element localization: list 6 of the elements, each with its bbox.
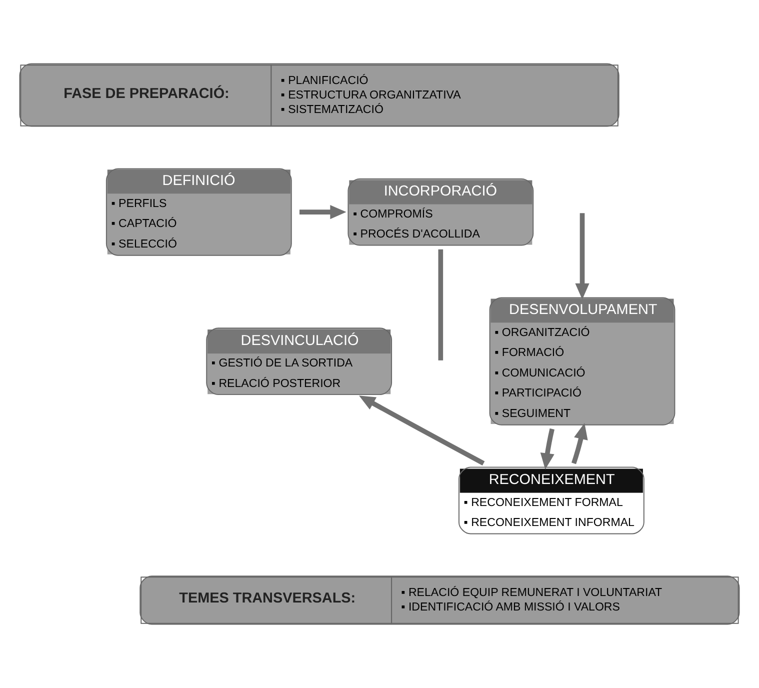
connector <box>438 249 444 360</box>
arrow <box>575 213 590 300</box>
arrow <box>299 205 346 220</box>
arrow <box>571 423 588 464</box>
arrow <box>359 396 485 466</box>
arrow <box>540 428 554 470</box>
